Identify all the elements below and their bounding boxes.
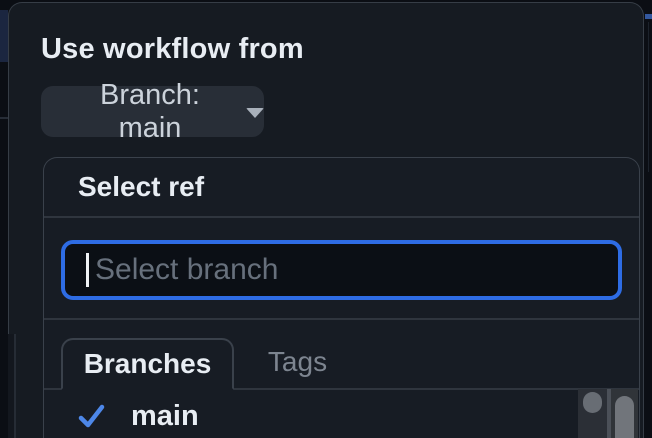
text-cursor [86,253,89,287]
tab-branches[interactable]: Branches [61,338,234,390]
panel-scrollbar-thumb[interactable] [615,396,634,438]
branch-item-label: main [131,399,199,432]
tab-branches-label: Branches [83,348,212,379]
ref-search-input[interactable] [61,240,622,300]
inner-list-scrollbar[interactable] [578,389,607,438]
ref-selector-header: Select ref [44,158,639,218]
check-icon [78,404,105,427]
ref-selector-panel: Select ref Branches Tags [43,157,640,438]
background-page-fragment [8,334,14,438]
scrollbar-divider [607,389,611,438]
branch-select-button[interactable]: Branch: main [41,79,264,144]
branch-list-item-main[interactable]: main [44,390,639,438]
run-workflow-dialog: Use workflow from Branch: main Select re… [8,2,644,438]
background-focus-edge [645,14,652,19]
caret-down-icon [246,108,264,118]
branch-select-button-label: Branch: main [100,78,200,144]
tab-tags-label: Tags [267,346,328,377]
ref-selector-title: Select ref [78,171,205,202]
background-page-divider [14,334,16,438]
inner-list-scrollbar-thumb[interactable] [583,392,602,413]
background-page-fragment [0,10,8,62]
ref-type-tabs: Branches Tags [44,320,639,390]
background-page-divider [648,22,649,172]
panel-scrollbar[interactable] [611,389,638,438]
background-page-divider [0,117,8,119]
ref-search-section [44,218,639,320]
use-workflow-from-label: Use workflow from [41,33,304,65]
tab-tags[interactable]: Tags [234,336,361,388]
